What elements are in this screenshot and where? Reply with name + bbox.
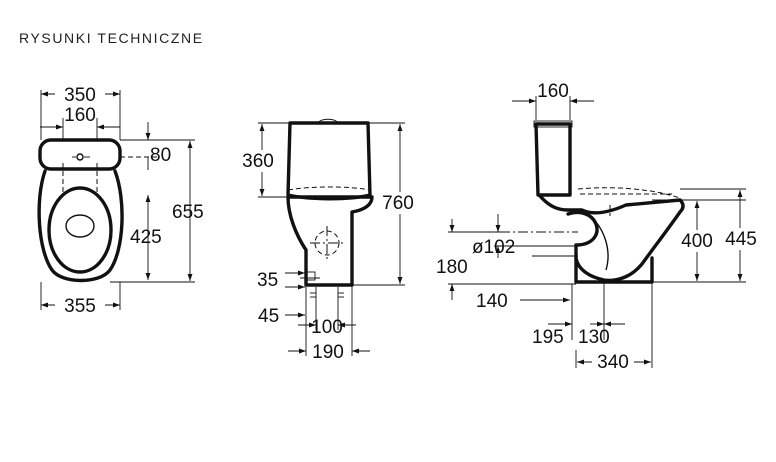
dim-400: 400 [681, 231, 713, 252]
top-view: 350 160 80 425 655 355 [37, 82, 204, 317]
front-view: 360 760 35 45 100 190 [238, 118, 420, 363]
side-view-tank [534, 122, 572, 197]
dim-655: 655 [172, 202, 204, 223]
dim-140: 140 [476, 291, 508, 312]
dim-360: 360 [242, 151, 274, 172]
top-view-bowl-opening [47, 186, 113, 274]
dim-350: 350 [64, 85, 96, 106]
dim-80: 80 [150, 145, 171, 166]
dim-100: 100 [311, 317, 343, 338]
dim-180: 180 [436, 257, 468, 278]
top-view-tank [38, 138, 122, 171]
dim-130: 130 [578, 327, 610, 348]
dim-190: 190 [312, 342, 344, 363]
side-view-bowl [538, 194, 685, 283]
dim-760: 760 [382, 193, 414, 214]
dim-160-top: 160 [64, 105, 96, 126]
dim-45: 45 [258, 306, 279, 327]
dim-35: 35 [257, 270, 278, 291]
dim-d102: ø102 [472, 237, 515, 258]
page-title: RYSUNKI TECHNICZNE [19, 30, 204, 46]
dim-355: 355 [64, 296, 96, 317]
dim-425: 425 [130, 227, 162, 248]
dim-195: 195 [532, 327, 564, 348]
dim-160-side: 160 [537, 81, 569, 102]
top-view-bowl [37, 169, 124, 283]
front-view-bowl [286, 195, 374, 287]
side-view: 160 ø102 180 400 445 140 195 130 [436, 81, 762, 373]
dim-445: 445 [725, 229, 757, 250]
dim-340: 340 [597, 352, 629, 373]
